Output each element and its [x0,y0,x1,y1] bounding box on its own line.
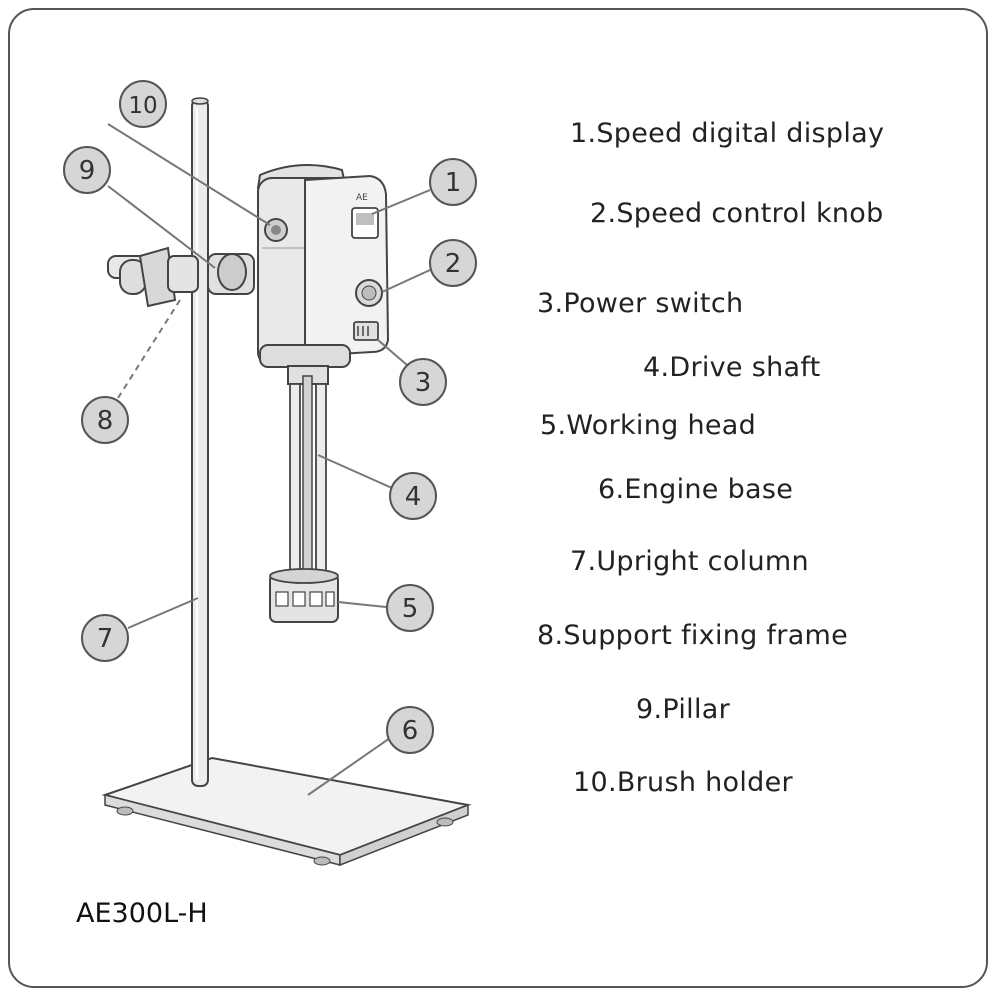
svg-text:3: 3 [415,368,432,398]
leader-line-4 [317,454,393,489]
leader-line-1 [371,189,431,215]
callout-2: 2 [429,239,477,287]
leader-line-3 [377,339,408,366]
svg-text:6: 6 [402,716,419,746]
legend-item-8: 8.Support fixing frame [537,620,849,651]
leader-line-8 [117,299,181,399]
callouts: 1 2 3 4 5 6 7 8 [63,80,477,754]
power-switch [353,321,379,341]
leader-line-9 [107,185,216,269]
callout-10: 10 [119,80,167,128]
callout-8: 8 [81,396,129,444]
legend-item-4: 4.Drive shaft [643,352,821,383]
svg-text:1: 1 [445,168,462,198]
svg-text:5: 5 [402,594,419,624]
drive-shaft [287,365,329,577]
svg-text:9: 9 [79,156,96,186]
svg-text:7: 7 [97,624,114,654]
model-label: AE300L-H [76,898,208,929]
callout-1: 1 [429,158,477,206]
callout-6: 6 [386,706,434,754]
working-head [269,568,339,623]
callout-7: 7 [81,614,129,662]
svg-text:AE: AE [356,193,368,203]
svg-text:4: 4 [405,482,422,512]
support-fixing-frame [107,246,255,308]
engine-base-plate [101,756,472,867]
leader-line-6 [307,737,391,796]
legend-item-7: 7.Upright column [570,546,809,577]
legend-item-3: 3.Power switch [537,288,744,319]
leader-lines [107,123,431,796]
speed-digital-display: AE [351,193,379,239]
legend-item-6: 6.Engine base [598,474,794,505]
callout-4: 4 [389,472,437,520]
legend-item-9: 9.Pillar [636,694,730,725]
svg-text:10: 10 [128,93,157,119]
callout-9: 9 [63,146,111,194]
speed-control-knob [355,279,383,307]
leader-line-10 [107,123,271,226]
callout-5: 5 [386,584,434,632]
upright-column [191,97,209,787]
callout-3: 3 [399,358,447,406]
leader-line-2 [381,269,431,293]
brush-holder [264,218,288,242]
leader-line-7 [127,597,199,629]
svg-text:2: 2 [445,249,462,279]
leader-line-5 [337,601,387,608]
legend-item-10: 10.Brush holder [573,767,793,798]
legend-item-2: 2.Speed control knob [590,198,884,229]
legend-item-5: 5.Working head [540,410,757,441]
svg-text:8: 8 [97,406,114,436]
diagram-frame [8,8,988,988]
legend-item-1: 1.Speed digital display [570,118,885,149]
